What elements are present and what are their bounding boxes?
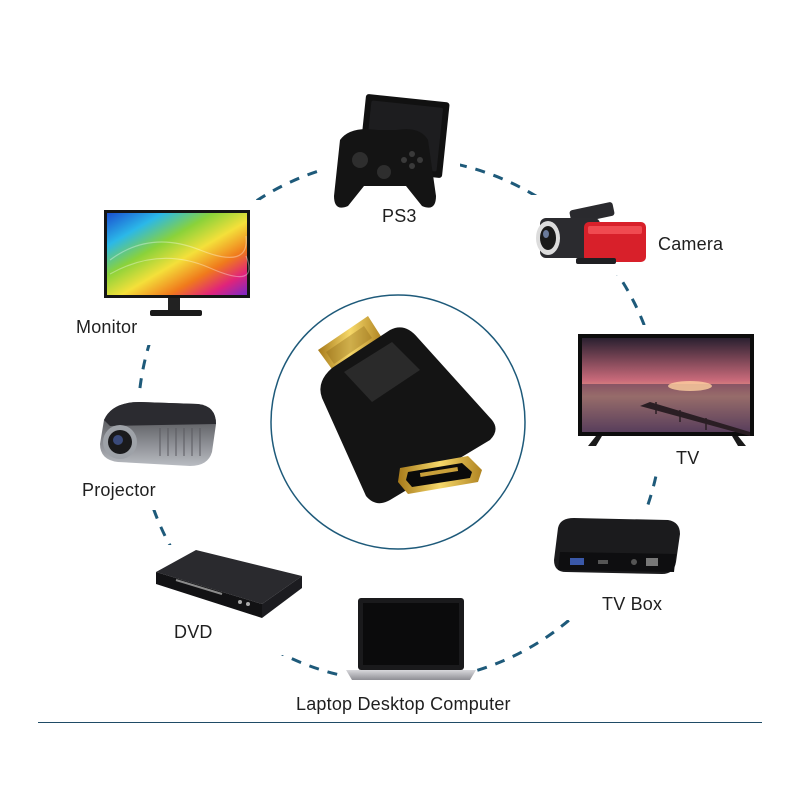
center-adapter: [270, 294, 526, 550]
dvd-label: DVD: [174, 622, 213, 642]
television-icon: [578, 334, 754, 446]
camera-label: Camera: [658, 234, 724, 254]
laptop-device: [346, 598, 476, 680]
tv-box-icon: [554, 518, 680, 574]
monitor-device: [104, 210, 250, 316]
game-console-icon: [334, 94, 450, 208]
camcorder-icon: [536, 202, 646, 264]
ps3-label: PS3: [382, 206, 417, 226]
hdmi-adapter-icon: [318, 316, 496, 504]
dvd-player-icon: [156, 550, 302, 618]
dvd-device: [156, 550, 302, 618]
monitor-icon: [104, 210, 250, 316]
monitor-label: Monitor: [76, 317, 138, 337]
tv-device: [578, 334, 754, 446]
projector-icon: [100, 402, 216, 466]
bottom-divider: [38, 722, 762, 723]
tv-label: TV: [676, 448, 700, 468]
tv-box-label: TV Box: [602, 594, 663, 614]
laptop-label: Laptop Desktop Computer: [296, 694, 511, 714]
tv-box-device: [554, 518, 680, 574]
ps3-device: [334, 94, 450, 208]
camera-device: [536, 202, 646, 264]
laptop-icon: [346, 598, 476, 680]
projector-label: Projector: [82, 480, 156, 500]
projector-device: [100, 402, 216, 466]
